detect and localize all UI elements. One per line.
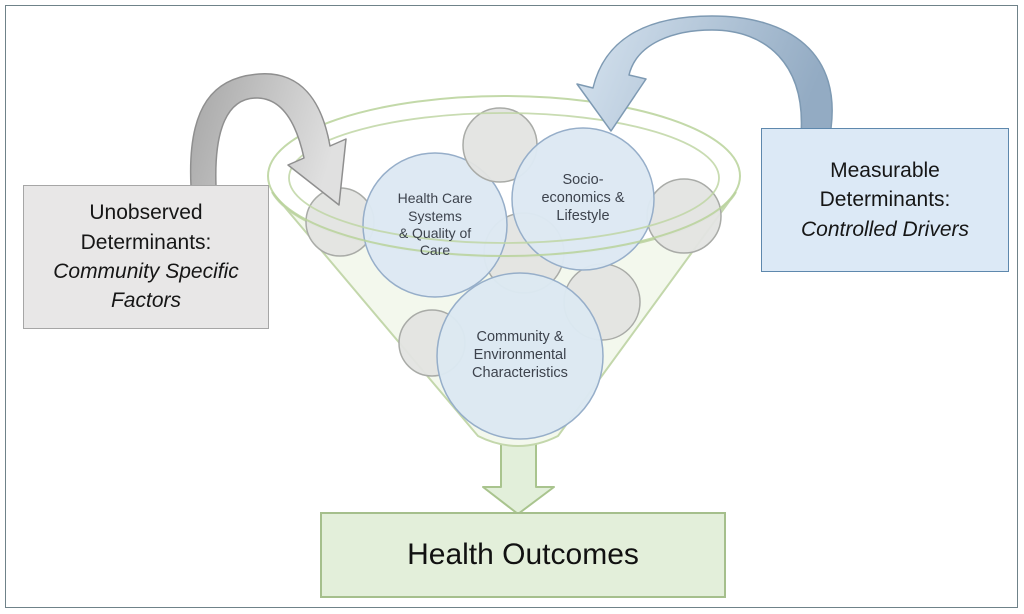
circle-line: economics &	[541, 190, 625, 207]
health-care-systems-label: Health Care Systems & Quality of Care	[365, 165, 505, 285]
circle-line: & Quality of	[398, 225, 472, 241]
circle-line: Environmental	[473, 347, 567, 364]
circle-line: Characteristics	[472, 364, 568, 381]
box-line: Determinants:	[819, 188, 951, 212]
box-line: Measurable	[830, 158, 940, 182]
right-curved-arrow	[576, 15, 833, 146]
funnel-rim-outer	[267, 95, 741, 257]
box-line: Unobserved	[89, 201, 203, 225]
health-outcomes-label: Health Outcomes	[407, 538, 639, 571]
box-line-italic: Factors	[110, 289, 181, 313]
circle-socio-economics	[511, 127, 655, 271]
community-environmental-label: Community & Environmental Characteristic…	[440, 298, 600, 414]
circle-line: Lifestyle	[556, 207, 610, 224]
circle-line: Health Care	[397, 190, 473, 207]
box-line-italic: Community Specific	[53, 260, 239, 283]
circle-line: Care	[419, 242, 451, 259]
funnel-rim-inner	[288, 112, 720, 244]
circle-line: Community &	[476, 329, 564, 346]
socio-economics-label: Socio- economics & Lifestyle	[513, 143, 653, 255]
left-curved-arrow	[189, 73, 347, 206]
box-line: Determinants:	[80, 230, 212, 254]
box-line-italic: Controlled Drivers	[800, 217, 970, 241]
unobserved-determinants-box: Unobserved Determinants: Community Speci…	[23, 185, 269, 329]
circle-community-environmental	[436, 272, 604, 440]
down-arrow	[482, 443, 555, 515]
measurable-determinants-box: Measurable Determinants: Controlled Driv…	[761, 128, 1009, 272]
circle-line: Systems	[408, 207, 462, 224]
health-outcomes-box: Health Outcomes	[320, 512, 726, 598]
circle-line: Socio-	[562, 172, 604, 189]
circle-health-care-systems	[362, 152, 508, 298]
